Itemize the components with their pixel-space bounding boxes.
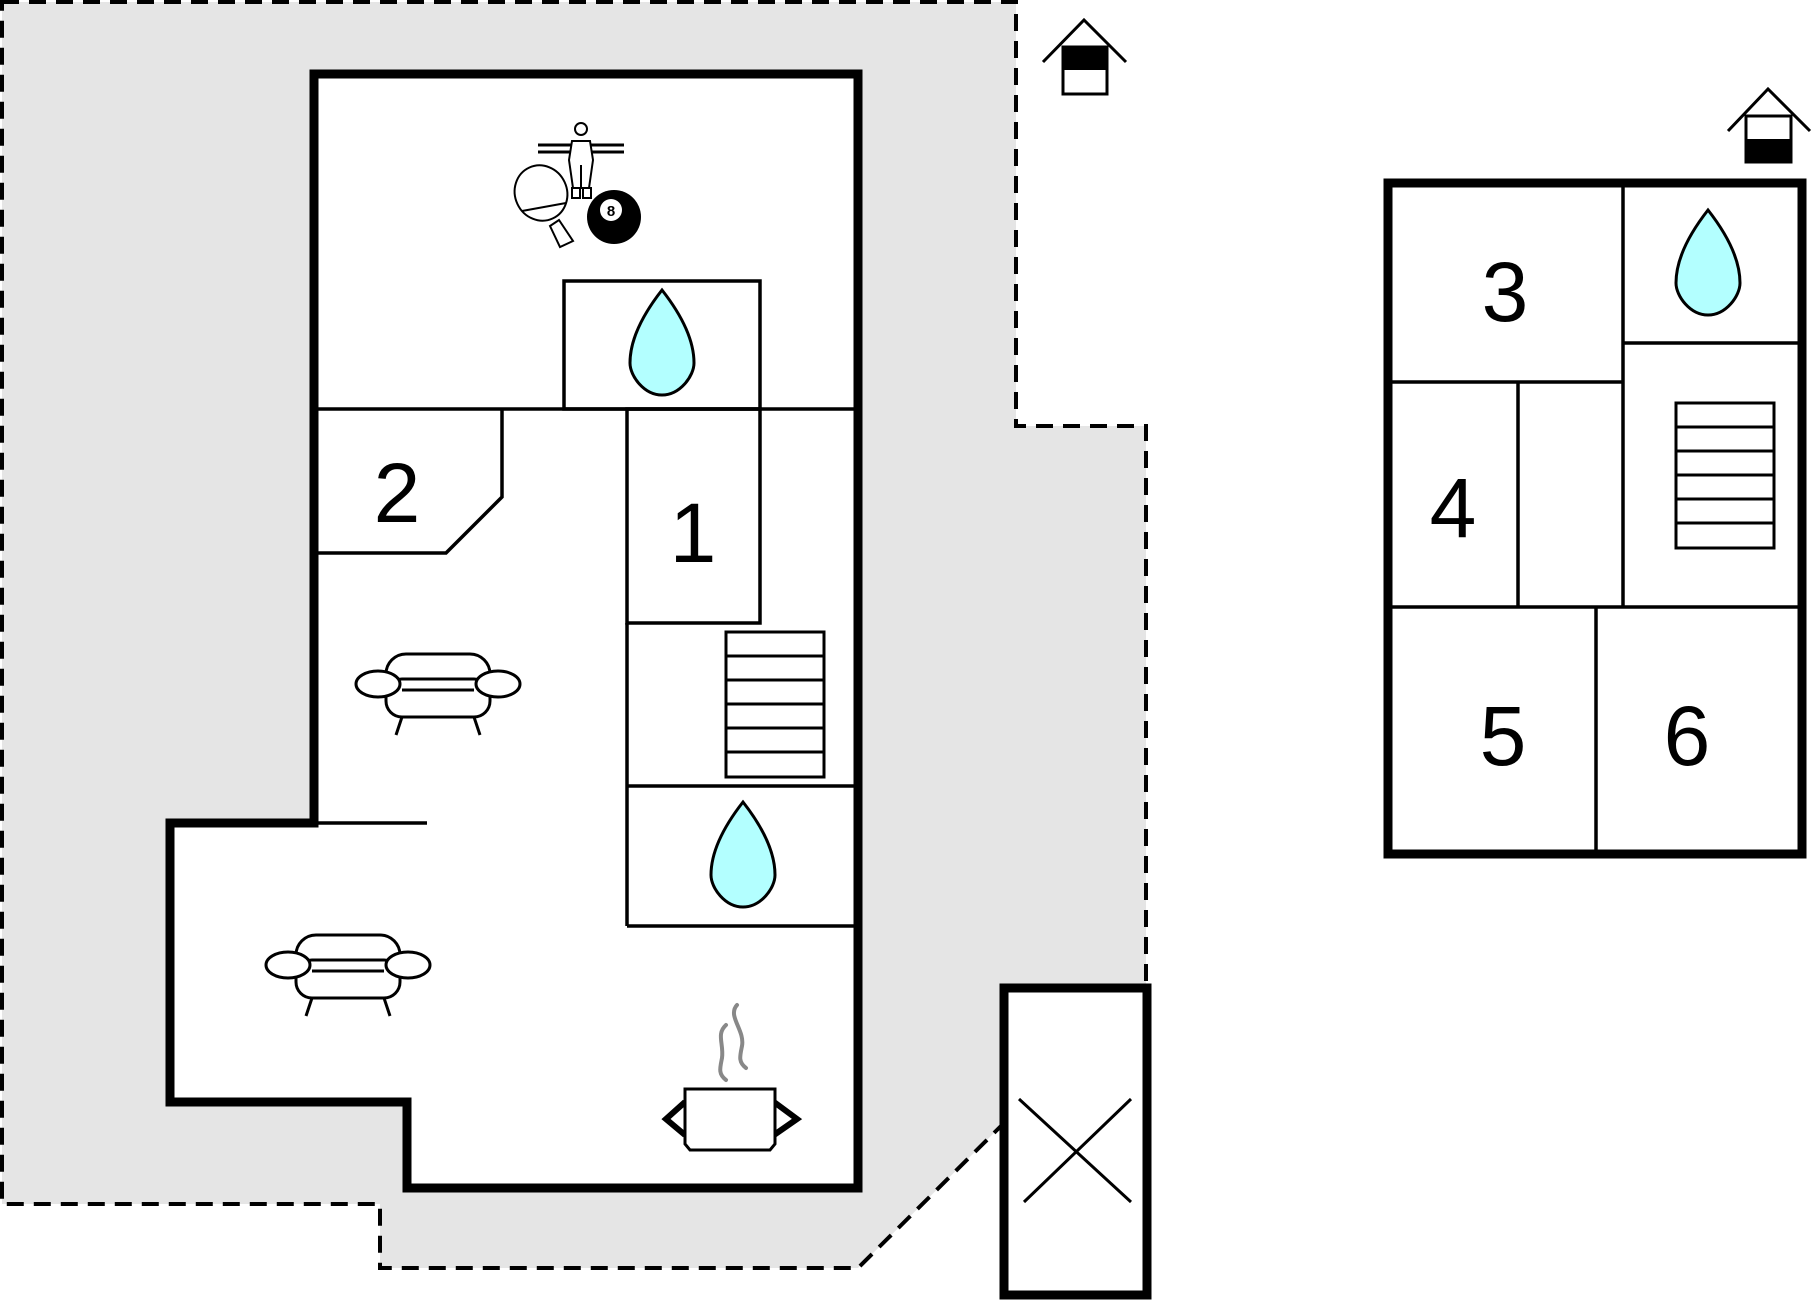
billiard-8-ball-icon: 8 [587,190,641,244]
ground-floor: 2 1 [165,69,863,1193]
terrace [999,983,1152,1300]
house-floor-icon [1041,17,1128,96]
table-tennis-icon [513,164,575,249]
room-label-5: 5 [1480,689,1527,783]
room-label-4: 4 [1430,461,1477,555]
svg-text:8: 8 [607,203,615,220]
cooking-pot-icon [661,1003,803,1152]
room-label-1: 1 [670,486,717,580]
terrace-cross-icon [1017,1097,1133,1204]
upper-floor: 3 4 5 6 [1383,178,1807,859]
room-label-2: 2 [374,446,421,540]
table-football-icon [538,122,624,199]
room-label-3: 3 [1482,245,1529,339]
room-label-6: 6 [1664,689,1711,783]
stairs-icon [724,630,826,779]
stairs-icon [1674,401,1776,550]
house-floor-icon [1726,86,1812,164]
